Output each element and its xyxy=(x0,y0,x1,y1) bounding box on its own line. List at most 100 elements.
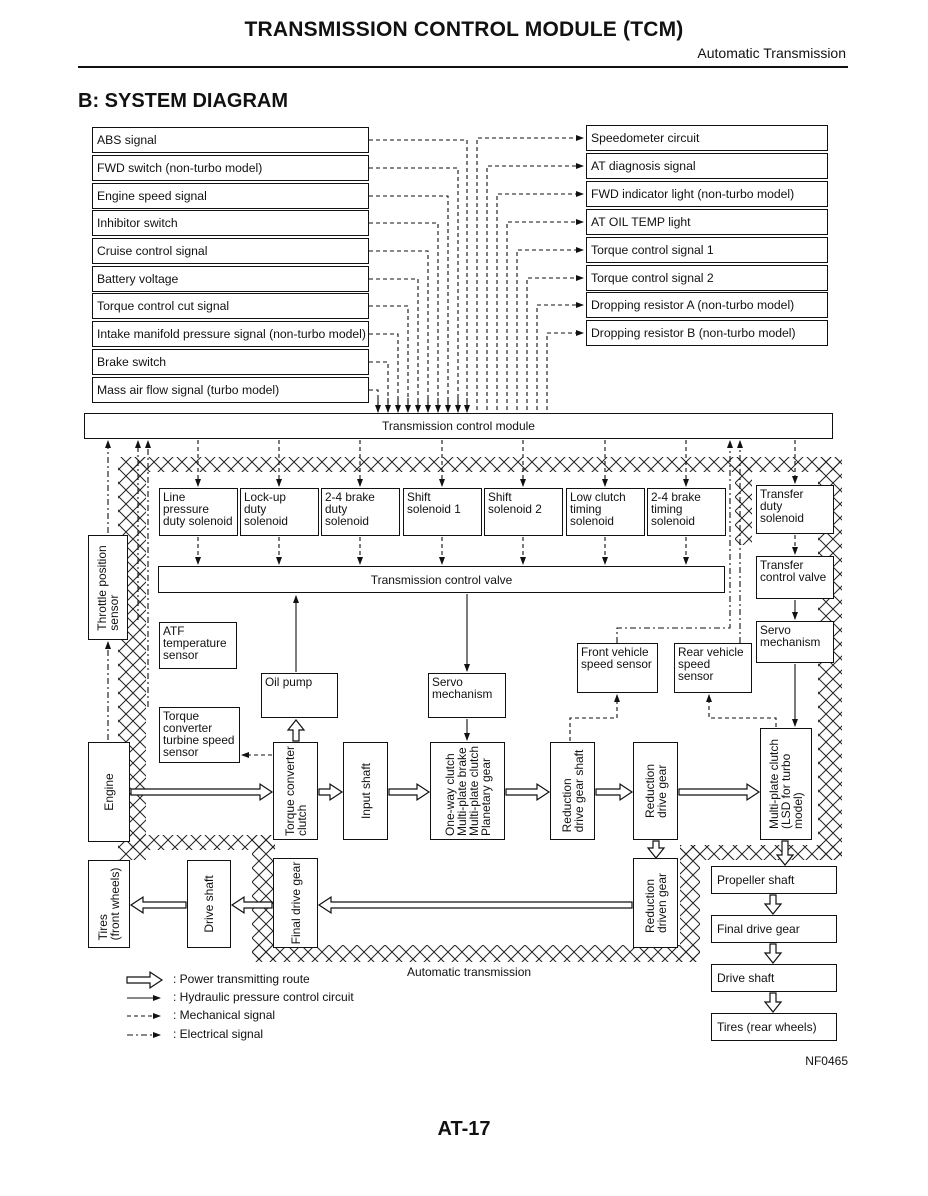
solenoid-3: 2-4 brake duty solenoid xyxy=(321,488,400,536)
input-signal-4: Inhibitor switch xyxy=(92,210,369,236)
power-engine-tc xyxy=(130,783,274,801)
solenoid-4: Shift solenoid 1 xyxy=(403,488,482,536)
output-signal-line xyxy=(476,135,584,410)
power-gear-to-driven xyxy=(646,840,666,859)
transmission-control-valve: Transmission control valve xyxy=(158,566,725,593)
solenoid-1: Line pressure duty solenoid xyxy=(159,488,238,536)
reduction-drive-gear-shaft: Reduction drive gear shaft xyxy=(550,742,595,840)
input-signal-2: FWD switch (non-turbo model) xyxy=(92,155,369,181)
solenoid-2: Lock-up duty solenoid xyxy=(240,488,319,536)
drive-shaft-front: Drive shaft xyxy=(187,860,231,948)
input-signal-5: Cruise control signal xyxy=(92,238,369,264)
input-signal-line xyxy=(369,389,379,408)
input-signal-8: Intake manifold pressure signal (non-tur… xyxy=(92,321,369,347)
power-tc-to-pump xyxy=(286,719,306,742)
input-signal-line xyxy=(369,250,429,408)
transfer-duty-solenoid: Transfer duty solenoid xyxy=(756,485,834,534)
planetary-gear-set: One-way clutch Multi-plate brake Multi-p… xyxy=(430,742,505,840)
rear-chain-1: Propeller shaft xyxy=(711,866,837,894)
power-tc-input xyxy=(318,783,344,801)
input-signal-line xyxy=(369,333,399,408)
solenoid-5: Shift solenoid 2 xyxy=(484,488,563,536)
power-reduction-gear xyxy=(595,783,634,801)
oil-pump: Oil pump xyxy=(261,673,338,718)
output-signal-6: Torque control signal 2 xyxy=(586,265,828,291)
input-signal-line xyxy=(369,195,449,408)
power-to-multiplate xyxy=(678,783,761,801)
input-signal-line xyxy=(369,167,459,408)
reduction-drive-gear: Reduction drive gear xyxy=(633,742,678,840)
legend-power-symbol xyxy=(126,971,164,989)
input-signal-line xyxy=(369,305,409,408)
page-title: TRANSMISSION CONTROL MODULE (TCM) xyxy=(244,18,684,41)
atf-temperature-sensor: ATF temperature sensor xyxy=(159,622,237,669)
header-rule xyxy=(78,66,848,68)
rear-chain-4: Tires (rear wheels) xyxy=(711,1013,837,1041)
page-subtitle: Automatic Transmission xyxy=(697,45,846,61)
output-signal-line xyxy=(536,302,584,410)
case-hatch xyxy=(680,845,842,860)
automatic-transmission-label: Automatic transmission xyxy=(407,965,532,979)
power-driveshaft-tires-rear xyxy=(763,992,783,1013)
case-hatch xyxy=(130,835,275,850)
page-number: AT-17 xyxy=(437,1118,491,1140)
front-speed-mech xyxy=(569,694,620,741)
input-signal-9: Brake switch xyxy=(92,349,369,375)
case-hatch xyxy=(252,835,275,960)
legend-item-1: : Power transmitting route xyxy=(173,972,310,986)
reduction-driven-gear: Reduction driven gear xyxy=(633,858,678,948)
solenoid-7: 2-4 brake timing solenoid xyxy=(647,488,726,536)
input-signal-3: Engine speed signal xyxy=(92,183,369,209)
figure-id: NF0465 xyxy=(805,1054,848,1068)
servo-mechanism-rear: Servo mechanism xyxy=(756,621,834,663)
output-signal-2: AT diagnosis signal xyxy=(586,153,828,179)
output-signal-line xyxy=(486,163,584,410)
input-signal-line xyxy=(369,361,389,408)
input-signal-6: Battery voltage xyxy=(92,266,369,292)
input-signal-line xyxy=(369,278,419,408)
front-speed-signal xyxy=(616,440,733,643)
output-signal-4: AT OIL TEMP light xyxy=(586,209,828,235)
output-signal-line xyxy=(496,191,584,410)
multi-plate-clutch: Multi-plate clutch (LSD for turbo model) xyxy=(760,728,812,840)
output-signal-line xyxy=(526,275,584,410)
power-final-driveshaft xyxy=(230,896,273,914)
input-signal-line xyxy=(369,139,468,408)
case-hatch xyxy=(735,457,752,545)
rear-chain-3: Drive shaft xyxy=(711,964,837,992)
power-driven-final xyxy=(317,896,633,914)
rear-speed-mech xyxy=(706,694,777,727)
output-signal-5: Torque control signal 1 xyxy=(586,237,828,263)
power-planetary-reduction xyxy=(505,783,551,801)
output-signal-7: Dropping resistor A (non-turbo model) xyxy=(586,292,828,318)
output-signal-line xyxy=(516,247,584,410)
turbine-speed-sensor: Torque converter turbine speed sensor xyxy=(159,707,240,763)
engine: Engine xyxy=(88,742,130,842)
power-propeller-final xyxy=(763,894,783,915)
case-hatch xyxy=(130,457,840,472)
input-shaft: Input shaft xyxy=(343,742,388,840)
transmission-control-module: Transmission control module xyxy=(84,413,833,439)
section-title: B: SYSTEM DIAGRAM xyxy=(78,90,288,112)
case-hatch xyxy=(680,845,700,962)
front-vehicle-speed-sensor: Front vehicle speed sensor xyxy=(577,643,658,693)
tires-front-wheels: Tires (front wheels) xyxy=(88,860,130,948)
output-signal-line xyxy=(546,330,584,410)
power-driveshaft-tires xyxy=(129,896,187,914)
power-input-planetary xyxy=(388,783,431,801)
input-signal-line xyxy=(369,222,439,408)
rear-chain-2: Final drive gear xyxy=(711,915,837,943)
torque-converter-clutch: Torque converter clutch xyxy=(273,742,318,840)
output-signal-1: Speedometer circuit xyxy=(586,125,828,151)
legend-item-4: : Electrical signal xyxy=(173,1027,264,1041)
input-signal-7: Torque control cut signal xyxy=(92,293,369,319)
legend-item-3: : Mechanical signal xyxy=(173,1008,276,1022)
legend-item-2: : Hydraulic pressure control circuit xyxy=(173,990,354,1004)
output-signal-line xyxy=(506,219,584,410)
power-multiplate-propeller xyxy=(775,840,795,866)
case-hatch xyxy=(252,945,700,962)
final-drive-gear-front: Final drive gear xyxy=(273,858,318,948)
solenoid-6: Low clutch timing solenoid xyxy=(566,488,645,536)
output-signal-8: Dropping resistor B (non-turbo model) xyxy=(586,320,828,346)
transfer-control-valve: Transfer control valve xyxy=(756,556,834,599)
